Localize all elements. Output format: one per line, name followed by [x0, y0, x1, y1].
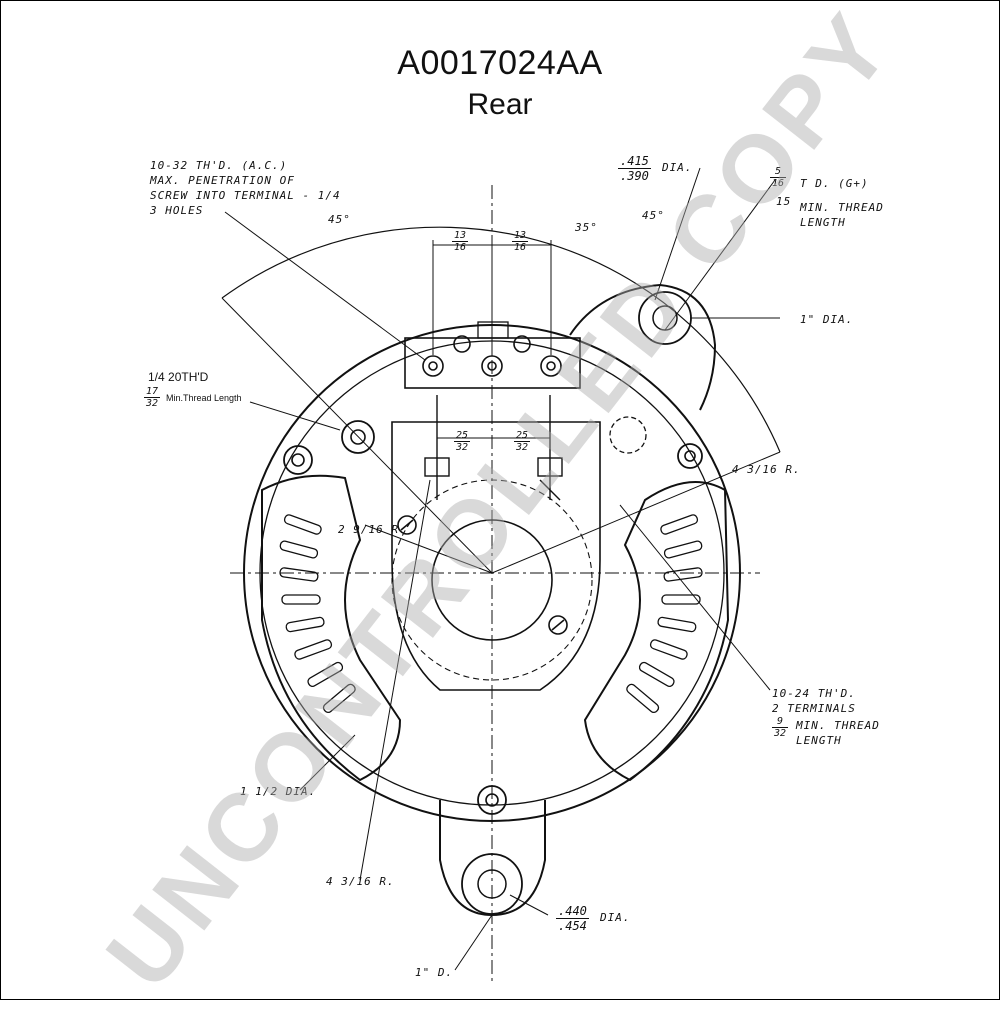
angle-right-label: 45°	[642, 209, 665, 222]
view-subtitle: Rear	[467, 88, 533, 121]
bottom-hole-fraction: .440.454	[556, 904, 589, 933]
center-lines	[230, 185, 760, 985]
top-hole-label: DIA.	[662, 161, 693, 174]
rotor-boss	[431, 519, 553, 641]
right-thread-label: T D. (G+)	[800, 177, 869, 190]
dia-left-label: 1 1/2 DIA.	[240, 785, 317, 798]
bottom-mount-hole	[461, 853, 523, 915]
radius-bottom-label: 4 3/16 R.	[326, 875, 395, 888]
quarter-thread-note: 1/4 20TH'D	[148, 370, 209, 384]
top-hole-fraction: .415.390	[618, 154, 651, 183]
top-right-mount-ear	[569, 283, 717, 411]
right-vent-slots	[626, 514, 703, 714]
right-thread-min-label: MIN. THREAD LENGTH	[800, 201, 884, 229]
quarter-thread-length-label: Min.Thread Length	[166, 393, 242, 403]
one-inch-top-label: 1" DIA.	[800, 313, 854, 326]
part-number-title: A0017024AA	[397, 44, 603, 82]
angle-left-label: 45°	[328, 213, 351, 226]
leader-lines	[224, 167, 780, 971]
right-vent-shield	[583, 481, 730, 782]
one-inch-bottom-label: 1" D.	[415, 966, 454, 979]
screw-terminal-note: 10-32 TH'D. (A.C.) MAX. PENETRATION OF S…	[150, 159, 341, 217]
radius-right-label: 4 3/16 R.	[732, 463, 801, 476]
left-upper-stud	[341, 420, 375, 454]
terminals-min-label: MIN. THREAD LENGTH	[796, 719, 880, 747]
center-plate	[391, 421, 601, 691]
right-thread-min-number: 15	[776, 195, 792, 208]
spacing-dimension	[432, 240, 552, 439]
radius-left-label: 2 9/16 R	[338, 523, 399, 536]
rotor-boss-inner	[391, 479, 593, 681]
bottom-hole-label: DIA.	[600, 911, 631, 924]
outer-radius-arc	[221, 226, 781, 453]
terminal-studs	[424, 395, 563, 501]
right-upper-stud	[609, 416, 647, 454]
left-vent-slots	[279, 514, 356, 714]
bottom-bolt	[477, 785, 507, 815]
angle-mid-label: 35°	[575, 221, 598, 234]
left-vent-shield	[261, 474, 402, 782]
left-terminal	[283, 445, 313, 475]
right-stud	[677, 443, 703, 469]
terminals-right-note: 10-24 TH'D. 2 TERMINALS	[772, 687, 856, 715]
